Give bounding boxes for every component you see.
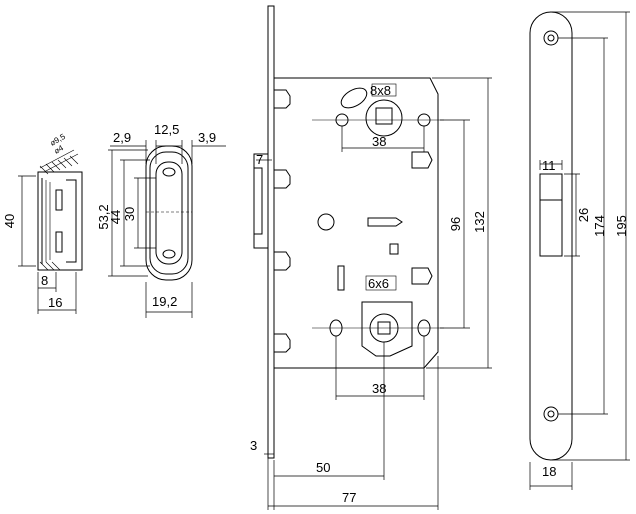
dim-38-top-line: [341, 126, 425, 152]
dim-96-label: 96: [448, 217, 463, 231]
tab-4: [274, 333, 291, 353]
dim-195-line: [552, 11, 630, 461]
dim-8-label: 8: [41, 273, 48, 288]
bolt-slot: [337, 265, 345, 291]
dim-40-line: [18, 175, 36, 267]
dim-40-label: 40: [2, 214, 17, 228]
strike-bottom-hatch: [39, 261, 61, 271]
faceplate-latch-slot: [539, 173, 563, 257]
dim-30-label: 30: [122, 207, 137, 221]
dim-174-label: 174: [592, 215, 607, 237]
strike-plate-screw-top: [162, 167, 176, 177]
strike-plate-outer: [145, 145, 193, 281]
spindle-square-label: 8x8: [370, 83, 391, 98]
dim-8-line: [37, 272, 57, 292]
lock-body-view: 7 8x8 38 6x6 38: [250, 5, 492, 510]
tab-1: [274, 89, 291, 109]
spindle-label-box: [371, 83, 397, 97]
strike-plate-screw-bottom: [162, 249, 176, 259]
lock-forend-plate: [267, 5, 275, 459]
cylinder-plate: [361, 301, 413, 357]
dim-195-label: 195: [614, 215, 629, 237]
faceplate-view: 11 26 174 195 18: [529, 11, 630, 490]
dim-19-2-label: 19,2: [152, 294, 177, 309]
dim-3-9-label: 3,9: [198, 130, 216, 145]
strike-section-back: [66, 179, 77, 263]
lock-housing: [274, 77, 439, 369]
tab-3: [274, 251, 291, 271]
dim-2-9-label: 2,9: [113, 130, 131, 145]
strike-top-hatch: [39, 155, 79, 175]
strike-left-ext-lines: [108, 149, 156, 277]
strike-section-outline: [37, 171, 83, 271]
faceplate-hole-bottom: [543, 406, 559, 422]
dim-16-label: 16: [48, 295, 62, 310]
strike-plate-view: 2,9 12,5 3,9 53,2 44 30 19,2: [96, 122, 226, 318]
spindle-hub: [365, 99, 403, 137]
cylinder-label-box: [365, 275, 397, 291]
dim-53-2-label: 53,2: [96, 204, 111, 229]
dim-16-line: [37, 272, 77, 314]
strike-tab-top: [55, 189, 63, 211]
faceplate-outline: [529, 11, 573, 461]
dim-132-line: [426, 77, 492, 369]
middle-pin: [389, 243, 399, 255]
dim-19-2-line: [145, 282, 193, 318]
dim-96-line: [440, 119, 470, 329]
middle-hole: [317, 213, 335, 231]
dim-38-bottom-line: [335, 336, 425, 400]
spindle-square-8x8: [375, 107, 393, 125]
dim-44-label: 44: [108, 210, 123, 224]
dim-26-label: 26: [576, 208, 591, 222]
dim-3-label: 3: [250, 438, 257, 453]
dim-26-line: [564, 173, 580, 257]
dim-11-label: 11: [542, 158, 556, 173]
faceplate-hole-top: [543, 30, 559, 46]
faceplate-hole-bottom-inner: [547, 410, 555, 418]
dim-77-label: 77: [342, 490, 356, 505]
dim-18-line: [529, 462, 573, 490]
stop-pin-bottom: [411, 267, 433, 285]
dim-174-line: [558, 37, 608, 415]
faceplate-hole-top-inner: [547, 34, 555, 42]
dim-132-label: 132: [472, 211, 487, 233]
middle-slot: [367, 217, 403, 227]
tab-2: [274, 169, 291, 189]
cylinder-square-label: 6x6: [368, 276, 389, 291]
dim-50-line: [273, 342, 385, 510]
stop-pin-top: [411, 151, 433, 169]
lock-latch-inner: [254, 167, 263, 235]
dim-18-label: 18: [542, 464, 556, 479]
dim-77-line: [267, 356, 439, 510]
dim-38-top-label: 38: [372, 134, 386, 149]
dim-12-5-label: 12,5: [154, 122, 179, 137]
dim-11-line: [539, 160, 563, 170]
top-keyway-slot: [340, 87, 368, 109]
strike-tab-bottom: [55, 231, 63, 253]
strike-section-hatch: [45, 180, 51, 262]
lock-latch-block: [253, 153, 269, 249]
strike-plate-inner: [149, 151, 189, 275]
strike-top-ext-lines: [145, 140, 193, 164]
strike-section-view: ⌀9,5 ⌀4 40 8 16: [2, 132, 83, 314]
dim-50-label: 50: [316, 460, 330, 475]
dim-7-label: 7: [256, 152, 263, 167]
strike-plate-slot: [155, 161, 183, 265]
dim-38-bottom-label: 38: [372, 381, 386, 396]
